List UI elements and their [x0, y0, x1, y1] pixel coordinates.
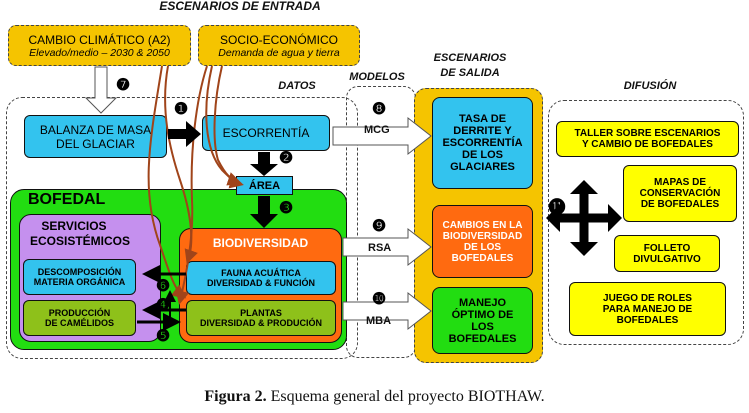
socioeconomic-subtitle: Demanda de agua y tierra: [218, 46, 340, 59]
management-line3: LOS: [471, 320, 494, 333]
biodiversity-changes-box: CAMBIOS EN LA BIODIVERSIDAD DE LOS BOFED…: [432, 205, 533, 278]
bofedal-title: BOFEDAL: [28, 191, 106, 208]
maps-line3: DE BOFEDALES: [640, 199, 720, 210]
bio-changes-line1: CAMBIOS EN LA: [442, 219, 523, 231]
biodiversity-title: BIODIVERSIDAD: [212, 236, 309, 250]
ecosystem-services-title-line1: SERVICIOS: [41, 219, 107, 233]
dissemination-cross-arrow: [546, 180, 622, 256]
camelid-production-line2: DE CAMÉLIDOS: [44, 318, 114, 328]
management-line4: BOFEDALES: [448, 332, 517, 345]
aquatic-fauna-line1: FAUNA ACUÁTICA: [221, 268, 301, 278]
socioeconomic-title: SOCIO-ECONÓMICO: [219, 32, 338, 47]
role-play-line1: JUEGO DE ROLES: [603, 292, 692, 304]
decomposition-box: DESCOMPOSICIÓN MATERIA ORGÁNICA: [23, 259, 136, 295]
glacier-mass-balance-line2: DEL GLACIAR: [56, 136, 135, 151]
modelos-header: MODELOS: [349, 71, 405, 83]
management-line2: ÓPTIMO DE: [451, 308, 514, 321]
runoff-to-area-arrow: [250, 152, 278, 176]
melt-rate-line1: TASA DE: [458, 113, 507, 125]
datos-header: DATOS: [278, 80, 316, 92]
decomposition-line1: DESCOMPOSICIÓN: [37, 267, 122, 277]
step-6-badge: ❻: [155, 278, 171, 295]
step-10-badge: ❿: [371, 291, 387, 308]
step-5-badge: ❺: [155, 328, 171, 345]
glacier-mass-balance-line1: BALANZA DE MASA: [39, 122, 152, 137]
climate-change-title: CAMBIO CLIMÁTICO (A2): [28, 32, 171, 47]
caption-text: Esquema general del proyecto BIOTHAW.: [266, 388, 545, 405]
brochure-line1: FOLLETO: [643, 242, 691, 254]
role-play-line3: BOFEDALES: [616, 314, 679, 326]
datos-group: [6, 97, 358, 359]
step-8-badge: ❽: [371, 101, 387, 118]
step-2-badge: ❷: [278, 150, 294, 167]
socioeconomic-box: SOCIO-ECONÓMICO Demanda de agua y tierra: [198, 25, 360, 66]
climate-change-box: CAMBIO CLIMÁTICO (A2) Elevado/medio – 20…: [8, 25, 191, 66]
aquatic-fauna-box: FAUNA ACUÁTICA DIVERSIDAD & FUNCIÓN: [186, 261, 336, 295]
rsa-arrow: [342, 227, 432, 267]
mba-label: MBA: [366, 315, 392, 327]
maps-line1: MAPAS DE: [653, 177, 707, 188]
bio-changes-line2: BIODIVERSIDAD: [442, 230, 523, 242]
runoff-box: ESCORRENTÍA: [202, 115, 330, 151]
glacier-mass-balance-box: BALANZA DE MASA DEL GLACIAR: [24, 115, 167, 158]
mcg-arrow: [332, 116, 432, 156]
area-label: ÁREA: [248, 179, 281, 192]
melt-runoff-rate-box: TASA DE DERRITE Y ESCORRENTÍA DE LOS GLA…: [432, 97, 533, 189]
maps-line2: CONSERVACIÓN: [639, 188, 721, 199]
climate-change-subtitle: Elevado/medio – 2030 & 2050: [29, 46, 170, 59]
input-scenarios-header: ESCENARIOS DE ENTRADA: [159, 0, 321, 13]
output-scenarios-header-line2: DE SALIDA: [440, 67, 500, 79]
conservation-maps-box: MAPAS DE CONSERVACIÓN DE BOFEDALES: [623, 165, 737, 222]
workshop-line1: TALLER SOBRE ESCENARIOS: [574, 128, 721, 139]
brochure-line2: DIVULGATIVO: [633, 253, 701, 265]
balance-to-runoff-arrow: [168, 121, 201, 147]
area-to-biodiversity-arrow: [250, 196, 278, 228]
step-4-badge: ❹: [155, 297, 171, 314]
aquatic-fauna-line2: DIVERSIDAD & FUNCIÓN: [206, 278, 315, 288]
role-play-box: JUEGO DE ROLES PARA MANEJO DE BOFEDALES: [569, 282, 726, 336]
difusion-group: [548, 100, 744, 345]
step-7-badge: ❼: [115, 77, 131, 94]
climate-input-link: [147, 65, 187, 299]
step-9-badge: ❾: [371, 218, 387, 235]
rsa-label: RSA: [368, 242, 392, 254]
brochure-box: FOLLETO DIVULGATIVO: [614, 235, 720, 272]
socio-input-link-1: [175, 65, 208, 305]
bio-changes-line4: BOFEDALES: [451, 252, 514, 264]
plants-box: PLANTAS DIVERSIDAD & PRODUCIÓN: [186, 300, 336, 336]
figure-caption: Figura 2. Esquema general del proyecto B…: [0, 388, 749, 406]
plants-line2: DIVERSIDAD & PRODUCIÓN: [199, 318, 322, 328]
step-11-badge: ⓫: [548, 197, 566, 217]
output-scenarios-header-line1: ESCENARIOS: [433, 52, 507, 64]
caption-label: Figura 2.: [204, 388, 267, 405]
melt-rate-line4: DE LOS: [462, 149, 503, 161]
optimal-management-box: MANEJO ÓPTIMO DE LOS BOFEDALES: [432, 287, 533, 354]
climate-input-link-2: [164, 65, 198, 264]
runoff-label: ESCORRENTÍA: [222, 126, 310, 140]
area-box: ÁREA: [236, 176, 293, 195]
workshop-box: TALLER SOBRE ESCENARIOS Y CAMBIO DE BOFE…: [556, 121, 739, 157]
melt-rate-line3: ESCORRENTÍA: [442, 137, 523, 149]
step-3-badge: ❸: [278, 200, 294, 217]
step-1-badge: ❶: [173, 101, 189, 118]
mba-arrow: [342, 291, 432, 331]
decomposition-line2: MATERIA ORGÁNICA: [33, 277, 126, 287]
climate-to-balance-arrow: [84, 66, 118, 114]
camelid-production-line1: PRODUCCIÓN: [48, 308, 111, 318]
plants-line1: PLANTAS: [240, 308, 282, 318]
socio-input-link-3: [213, 65, 242, 186]
melt-rate-line2: DERRITE Y: [453, 125, 512, 137]
mcg-label: MCG: [364, 124, 390, 136]
role-play-line2: PARA MANEJO DE: [602, 303, 693, 315]
bio-changes-line3: DE LOS: [463, 241, 502, 253]
camelid-production-box: PRODUCCIÓN DE CAMÉLIDOS: [23, 300, 136, 336]
socio-input-link-2: [205, 65, 244, 189]
management-line1: MANEJO: [458, 296, 507, 309]
workshop-line2: Y CAMBIO DE BOFEDALES: [582, 139, 713, 150]
ecosystem-services-title-line2: ECOSISTÉMICOS: [29, 234, 130, 248]
melt-rate-line5: GLACIARES: [450, 161, 515, 173]
difusion-header: DIFUSIÓN: [623, 80, 677, 92]
